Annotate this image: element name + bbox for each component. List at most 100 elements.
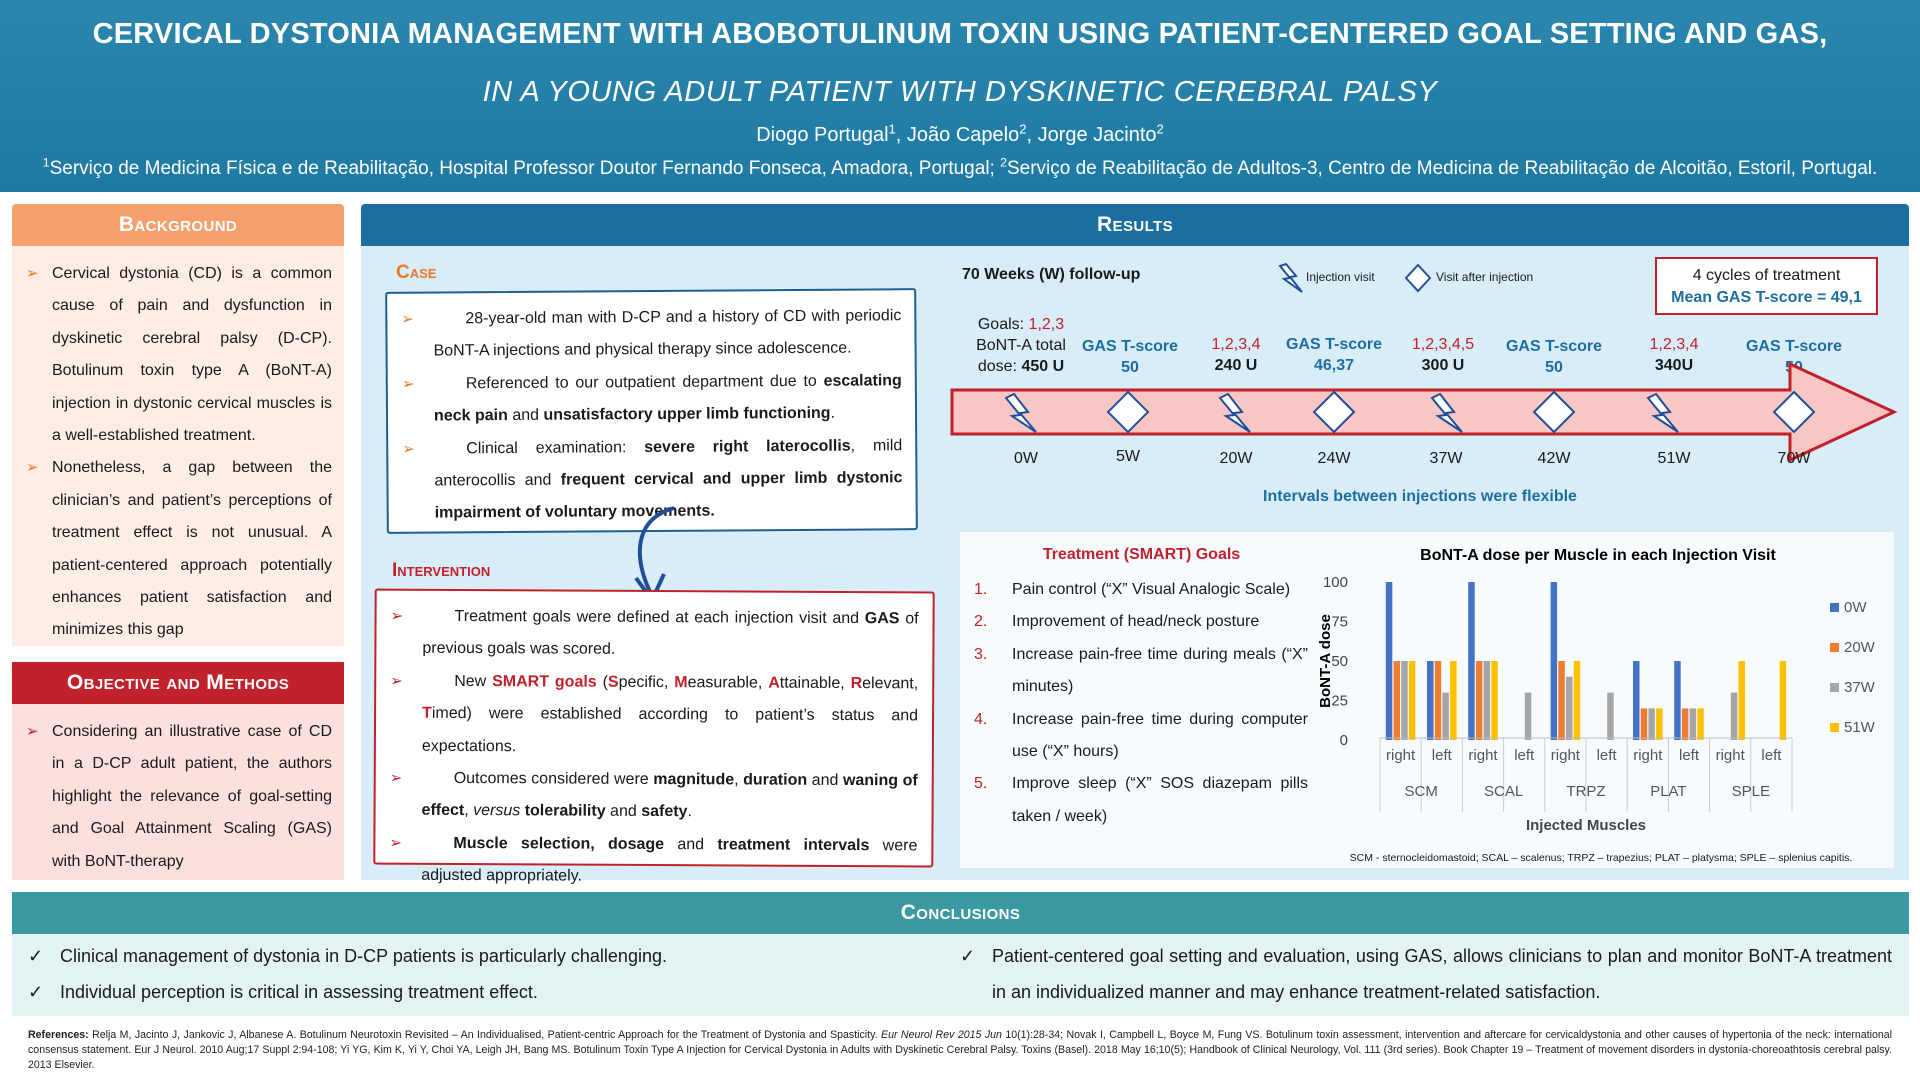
- smart-goals-label: SMART goals: [492, 672, 597, 691]
- bar: [1491, 661, 1498, 740]
- bar: [1681, 708, 1689, 740]
- references-label: References:: [28, 1029, 89, 1041]
- affiliations: 1Serviço de Medicina Física e de Reabili…: [0, 156, 1920, 180]
- case-text: Referenced to our outpatient department …: [465, 372, 824, 393]
- diamond-icon: [1772, 390, 1816, 434]
- timeline-title: 70 Weeks (W) follow-up: [962, 266, 1141, 283]
- smart-letter: S: [607, 673, 619, 691]
- list-item: Outcomes considered were magnitude, dura…: [421, 763, 918, 830]
- x-tick-label: left: [1597, 747, 1618, 764]
- intervention-emphasis: tolerability: [524, 802, 606, 821]
- visit-after-info: GAS T-score 50: [1070, 336, 1190, 378]
- intervention-emphasis: Muscle selection, dosage: [453, 834, 665, 853]
- conclusion-item: ✓Clinical management of dystonia in D-CP…: [28, 938, 928, 974]
- goal-item: 2.Improvement of head/neck posture: [974, 606, 1308, 638]
- title-part: (SMART): [1123, 546, 1192, 563]
- gas-label: GAS T-score: [1081, 338, 1179, 355]
- bar: [1779, 661, 1787, 740]
- visit-injection-info: 1,2,3,4 340U: [1614, 334, 1734, 376]
- objective-panel: Considering an illustrative case of CD i…: [12, 704, 344, 880]
- diamond-icon: [1312, 390, 1356, 434]
- week-label: 20W: [1219, 450, 1253, 467]
- results-heading: Results: [361, 204, 1909, 246]
- first-goals: Goals: 1,2,3: [954, 314, 1088, 335]
- case-emphasis: unsatisfactory upper limb functioning: [543, 404, 831, 424]
- visit-injection-info: 1,2,3,4 240 U: [1176, 334, 1296, 376]
- conclusions-panel: ✓Clinical management of dystonia in D-CP…: [12, 934, 1909, 1016]
- legend-label: 51W: [1844, 719, 1876, 736]
- bar: [1730, 692, 1738, 740]
- goals-label: Goals:: [977, 316, 1029, 333]
- x-group-label: SPLE: [1732, 783, 1770, 800]
- references-italic: Eur Neurol Rev 2015 Jun: [881, 1029, 1002, 1041]
- smart-goals-list: 1.Pain control (“X” Visual Analogic Scal…: [974, 574, 1308, 833]
- references-text: Relja M, Jacinto J, Jankovic J, Albanese…: [88, 1029, 881, 1041]
- bar: [1558, 661, 1565, 740]
- x-group-label: TRPZ: [1566, 783, 1605, 800]
- intervention-text: and: [807, 771, 844, 790]
- bar: [1566, 676, 1573, 740]
- x-tick-label: right: [1633, 747, 1663, 764]
- title-part: Treatment: [1042, 546, 1124, 563]
- intervention-emphasis: safety: [641, 803, 688, 821]
- goals-numbers: 1,2,3,4: [1649, 336, 1699, 353]
- goals-numbers: 1,2,3,4,5: [1411, 336, 1475, 353]
- smart-letter: A: [768, 674, 780, 692]
- bar: [1401, 661, 1408, 740]
- timeline-arrow: [950, 361, 1898, 463]
- bar: [1640, 708, 1648, 740]
- legend-swatch: [1830, 723, 1839, 732]
- intervention-italic: versus: [473, 802, 521, 820]
- legend-injection-label: Injection visit: [1306, 270, 1375, 284]
- goals-numbers: 1,2,3: [1028, 316, 1065, 333]
- bar: [1450, 661, 1457, 740]
- summary-box: 4 cycles of treatment Mean GAS T-score =…: [1655, 257, 1878, 315]
- goal-number: 1.: [974, 581, 988, 598]
- intervention-text: Treatment goals were defined at each inj…: [454, 607, 865, 628]
- conclusion-text: Patient-centered goal setting and evalua…: [992, 946, 1892, 1002]
- legend-label: 20W: [1844, 639, 1876, 656]
- bar: [1408, 661, 1416, 740]
- intervention-emphasis: treatment intervals: [717, 836, 870, 854]
- author-affiliation-mark: 1: [888, 121, 896, 137]
- chart-footnote: SCM - sternocleidomastoid; SCAL – scalen…: [1349, 852, 1853, 864]
- x-tick-label: left: [1761, 747, 1782, 764]
- intervention-emphasis: GAS: [864, 610, 900, 628]
- list-item: 28-year-old man with D-CP and a history …: [433, 300, 902, 368]
- first-visit-info: Goals: 1,2,3 BoNT-A total dose: 450 U: [954, 314, 1088, 377]
- intervention-text: New: [454, 672, 493, 690]
- case-text: and: [507, 406, 544, 425]
- intervention-text: imed) were established according to pati…: [421, 705, 919, 755]
- bar: [1674, 661, 1681, 740]
- author-name: João Capelo: [906, 124, 1020, 146]
- conclusion-item: ✓Individual perception is critical in as…: [28, 974, 928, 1010]
- smart-goals-title: Treatment (SMART) Goals: [960, 546, 1323, 564]
- legend-label: 0W: [1844, 599, 1867, 616]
- dose-value: 300 U: [1421, 357, 1465, 374]
- list-item: New SMART goals (Specific, Measurable, A…: [422, 666, 919, 766]
- goal-text: Improve sleep (“X” SOS diazepam pills ta…: [1012, 775, 1308, 825]
- poster-subtitle: IN A YOUNG ADULT PATIENT WITH DYSKINETIC…: [482, 76, 1438, 108]
- bar: [1393, 661, 1400, 740]
- y-axis-label: BoNT-A dose: [1317, 614, 1334, 708]
- gas-value: 46,37: [1313, 357, 1355, 374]
- intervention-text: ttainable,: [779, 674, 851, 692]
- bar: [1697, 708, 1704, 740]
- references: References: Relja M, Jacinto J, Jankovic…: [28, 1028, 1892, 1073]
- goal-item: 5.Improve sleep (“X” SOS diazepam pills …: [974, 768, 1308, 833]
- check-icon: ✓: [28, 982, 44, 1002]
- list-item: Considering an illustrative case of CD i…: [26, 716, 332, 878]
- x-tick-label: right: [1551, 747, 1581, 764]
- summary-cycles: 4 cycles of treatment: [1692, 267, 1841, 284]
- goals-numbers: 1,2,3,4: [1211, 336, 1261, 353]
- bar: [1689, 708, 1697, 740]
- summary-mean-gas: Mean GAS T-score = 49,1: [1671, 289, 1862, 306]
- author-affiliation-mark: 2: [1156, 121, 1164, 137]
- week-label: 70W: [1777, 450, 1811, 467]
- intervention-text: pecific,: [618, 673, 675, 691]
- intervention-text: Outcomes considered were: [453, 769, 654, 789]
- goal-item: 4.Increase pain-free time during compute…: [974, 704, 1308, 769]
- y-tick-label: 50: [1331, 653, 1348, 670]
- case-label: Case: [396, 262, 437, 283]
- week-label: 37W: [1429, 450, 1463, 467]
